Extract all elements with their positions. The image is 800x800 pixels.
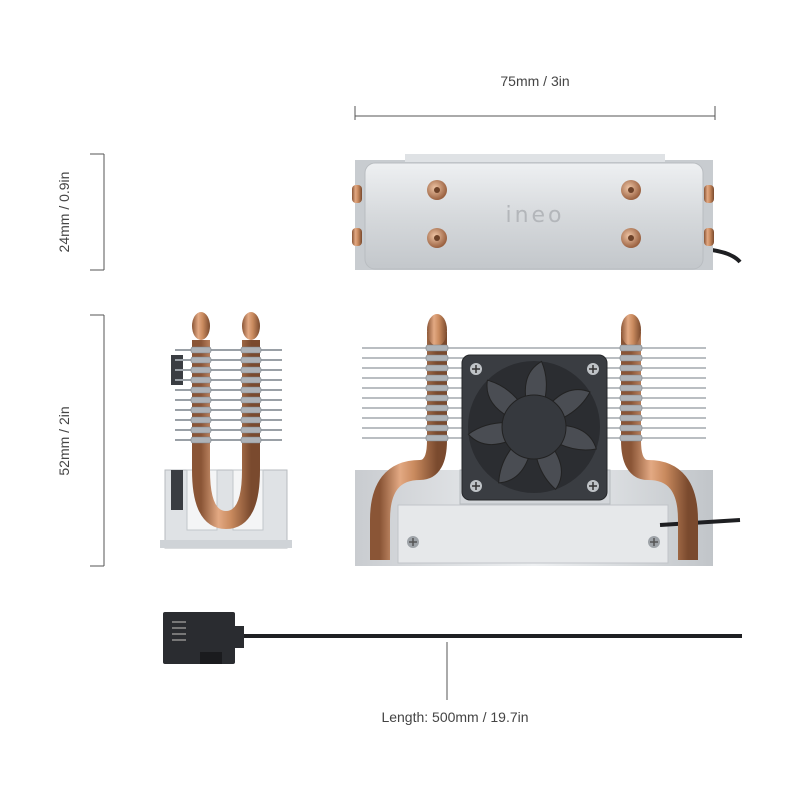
fin-collar bbox=[190, 346, 212, 354]
fin-collar bbox=[619, 434, 643, 442]
height-main-label: 52mm / 2in bbox=[56, 406, 72, 475]
fin-collar bbox=[190, 376, 212, 384]
side-fins bbox=[175, 346, 282, 444]
heatsink-top-view: ineo bbox=[352, 154, 742, 270]
width-dimension: 75mm / 3in bbox=[354, 73, 716, 120]
fin-collar bbox=[190, 356, 212, 364]
fin-collar bbox=[425, 364, 449, 372]
fin-collar bbox=[240, 426, 262, 434]
fin-collar bbox=[425, 354, 449, 362]
fin-collar bbox=[619, 394, 643, 402]
length-dimension: Length: 500mm / 19.7in bbox=[381, 642, 529, 725]
fin-collar bbox=[190, 386, 212, 394]
height-top-label: 24mm / 0.9in bbox=[56, 172, 72, 253]
fin-collar bbox=[619, 384, 643, 392]
brand-logo: ineo bbox=[505, 203, 564, 228]
fin-collar bbox=[619, 374, 643, 382]
fan bbox=[461, 354, 608, 501]
fin-collar bbox=[425, 374, 449, 382]
fin-collar bbox=[190, 366, 212, 374]
fin-collar bbox=[190, 426, 212, 434]
fin-collar bbox=[425, 344, 449, 352]
fin-collar bbox=[240, 396, 262, 404]
fin-collar bbox=[425, 414, 449, 422]
fin-collar bbox=[240, 366, 262, 374]
width-label: 75mm / 3in bbox=[500, 73, 569, 89]
fin-collar bbox=[619, 424, 643, 432]
fin-collar bbox=[240, 406, 262, 414]
height-dimension-main: 52mm / 2in bbox=[56, 314, 105, 567]
fin-collar bbox=[425, 404, 449, 412]
fin-collar bbox=[240, 416, 262, 424]
fin-collar bbox=[240, 386, 262, 394]
fin-collar bbox=[240, 346, 262, 354]
fin-collar bbox=[240, 356, 262, 364]
fin-collar bbox=[240, 436, 262, 444]
fin-collar bbox=[190, 416, 212, 424]
heatsink-front-view bbox=[355, 314, 741, 566]
fin-collar bbox=[619, 404, 643, 412]
fin-collar bbox=[425, 424, 449, 432]
fin-collar bbox=[619, 354, 643, 362]
fin-collar bbox=[240, 376, 262, 384]
length-label: Length: 500mm / 19.7in bbox=[381, 709, 528, 725]
fin-collar bbox=[425, 394, 449, 402]
fan-cable bbox=[163, 612, 742, 664]
fin-collar bbox=[425, 434, 449, 442]
height-dimension-top: 24mm / 0.9in bbox=[56, 153, 105, 271]
fin-collar bbox=[619, 344, 643, 352]
fin-collar bbox=[190, 436, 212, 444]
fin-collar bbox=[190, 406, 212, 414]
fin-collar bbox=[190, 396, 212, 404]
fin-collar bbox=[619, 364, 643, 372]
heatsink-side-view bbox=[160, 312, 292, 549]
fin-collar bbox=[619, 414, 643, 422]
fin-collar bbox=[425, 384, 449, 392]
